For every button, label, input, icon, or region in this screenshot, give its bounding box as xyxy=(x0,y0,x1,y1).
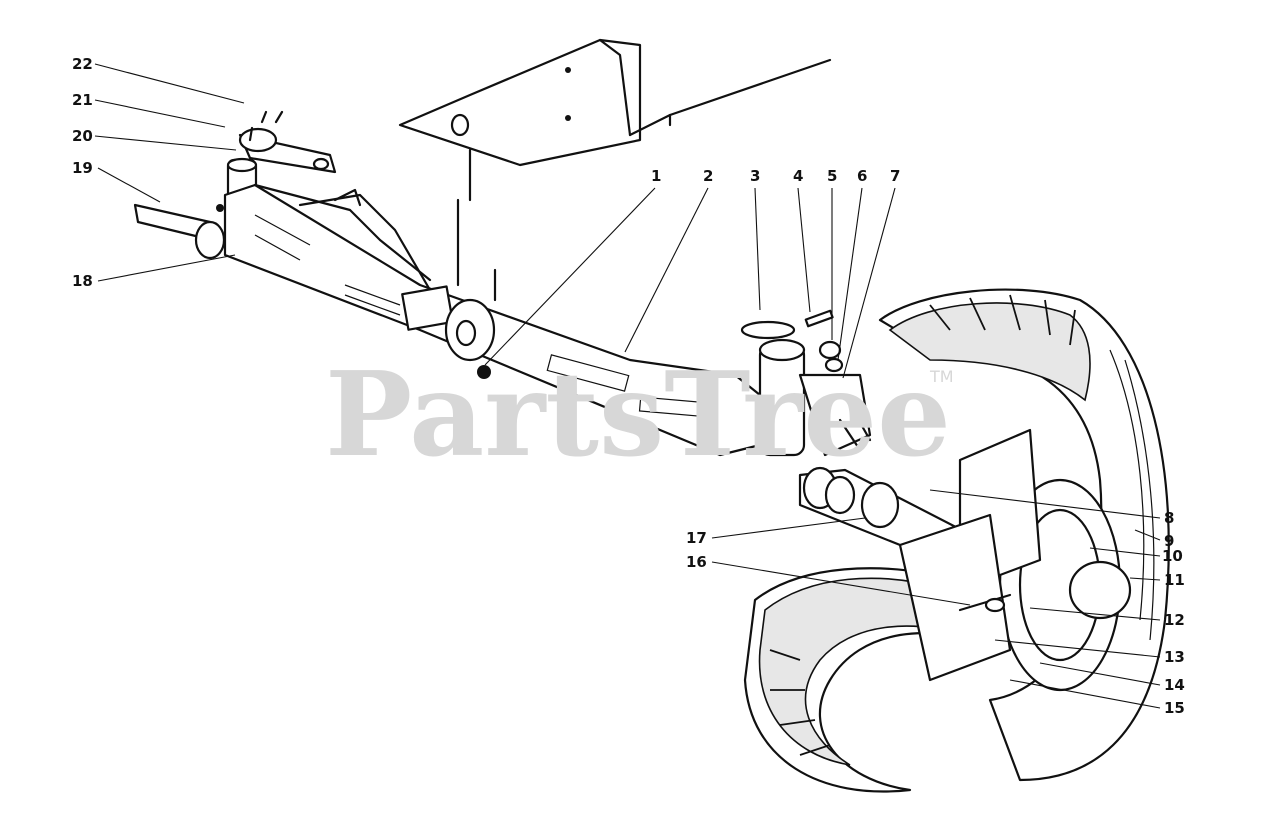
tire-and-wheel xyxy=(743,288,1170,793)
callout-10: 10 xyxy=(1162,547,1183,565)
callout-4: 4 xyxy=(793,167,803,185)
leader-lines xyxy=(94,63,1161,709)
callout-19: 19 xyxy=(72,159,93,177)
callout-5: 5 xyxy=(827,167,837,185)
callout-12: 12 xyxy=(1164,611,1185,629)
front-axle-beam xyxy=(223,183,771,457)
callout-22: 22 xyxy=(72,55,93,73)
callout-labels: 22 21 20 19 18 1 2 3 4 5 6 7 8 9 10 11 1… xyxy=(72,55,1185,717)
callout-9: 9 xyxy=(1164,532,1174,550)
callout-18: 18 xyxy=(72,272,93,290)
callout-11: 11 xyxy=(1164,571,1185,589)
callout-1: 1 xyxy=(651,167,661,185)
callout-8: 8 xyxy=(1164,509,1174,527)
callout-15: 15 xyxy=(1164,699,1185,717)
callout-14: 14 xyxy=(1164,676,1185,694)
callout-13: 13 xyxy=(1164,648,1185,666)
chassis-frame xyxy=(398,38,832,302)
steering-spindle-assembly xyxy=(133,110,337,260)
callout-16: 16 xyxy=(686,553,707,571)
callout-2: 2 xyxy=(703,167,713,185)
callout-7: 7 xyxy=(890,167,900,185)
watermark: PartsTree TM xyxy=(325,347,954,483)
callout-17: 17 xyxy=(686,529,707,547)
watermark-brand: PartsTree xyxy=(325,347,951,483)
kingpin-spindle xyxy=(740,309,872,457)
callout-20: 20 xyxy=(72,127,93,145)
callout-3: 3 xyxy=(750,167,760,185)
callout-6: 6 xyxy=(857,167,867,185)
watermark-trademark: TM xyxy=(929,367,954,386)
callout-21: 21 xyxy=(72,91,93,109)
